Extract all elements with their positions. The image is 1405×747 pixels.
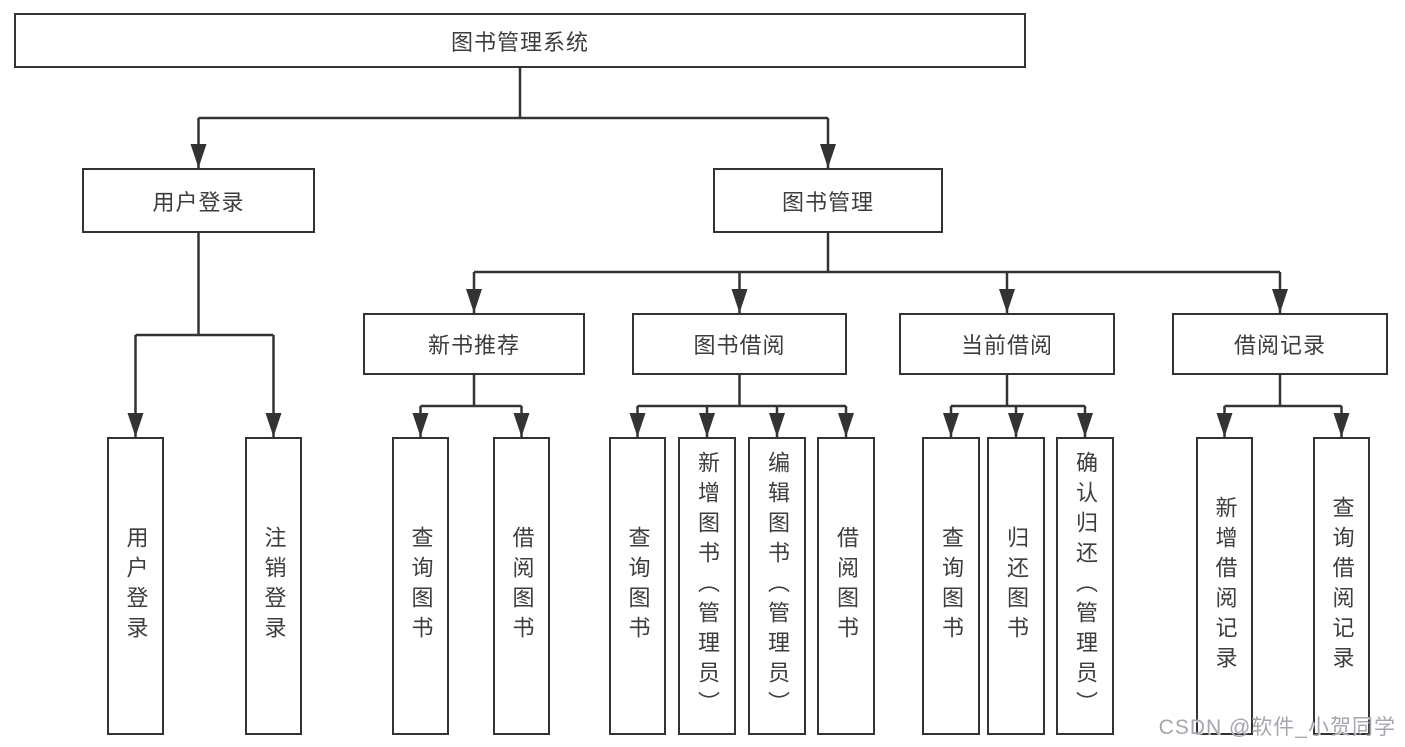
leaf-return-book: 归还图书 (987, 437, 1045, 735)
leaf-borrow-book-label: 借阅图书 (834, 526, 859, 646)
node-borrow-record: 借阅记录 (1172, 313, 1388, 375)
node-book-management: 图书管理 (713, 168, 943, 233)
leaf-logout-label: 注销登录 (261, 526, 287, 646)
leaf-add-book-admin: 新增图书（管理员） (678, 437, 736, 735)
node-book-borrow-label: 图书借阅 (693, 333, 786, 358)
leaf-query-borrow-record-label: 查询借阅记录 (1329, 496, 1355, 676)
leaf-logout: 注销登录 (245, 437, 302, 735)
leaf-add-borrow-record: 新增借阅记录 (1196, 437, 1253, 735)
leaf-user-login-label: 用户登录 (123, 526, 149, 646)
leaf-user-login: 用户登录 (107, 437, 164, 735)
leaf-borrow-book-recommend: 借阅图书 (493, 437, 550, 735)
csdn-watermark: CSDN @软件_小贺同学 (1158, 716, 1396, 739)
node-new-book-recommend: 新书推荐 (363, 313, 585, 375)
node-book-borrow: 图书借阅 (632, 313, 847, 375)
leaf-edit-book-admin: 编辑图书（管理员） (748, 437, 806, 735)
leaf-query-book-current: 查询图书 (922, 437, 980, 735)
node-user-login: 用户登录 (82, 168, 315, 233)
node-current-borrow: 当前借阅 (899, 313, 1115, 375)
leaf-borrow-book: 借阅图书 (817, 437, 875, 735)
node-current-borrow-label: 当前借阅 (960, 333, 1053, 358)
leaf-query-book-recommend-label: 查询图书 (408, 526, 434, 646)
node-root: 图书管理系统 (14, 13, 1026, 68)
leaf-add-book-admin-label: 新增图书（管理员） (695, 451, 720, 721)
node-root-label: 图书管理系统 (450, 29, 589, 55)
leaf-query-book-borrow-label: 查询图书 (625, 526, 651, 646)
node-new-book-recommend-label: 新书推荐 (427, 333, 520, 358)
leaf-query-book-current-label: 查询图书 (939, 526, 964, 646)
leaf-edit-book-admin-label: 编辑图书（管理员） (765, 451, 790, 721)
node-book-management-label: 图书管理 (781, 189, 874, 215)
leaf-confirm-return-admin: 确认归还（管理员） (1056, 437, 1114, 735)
node-user-login-label: 用户登录 (152, 189, 245, 215)
leaf-query-borrow-record: 查询借阅记录 (1313, 437, 1370, 735)
leaf-query-book-recommend: 查询图书 (392, 437, 449, 735)
leaf-confirm-return-admin-label: 确认归还（管理员） (1073, 451, 1098, 721)
leaf-query-book-borrow: 查询图书 (609, 437, 666, 735)
leaf-add-borrow-record-label: 新增借阅记录 (1212, 496, 1238, 676)
leaf-return-book-label: 归还图书 (1004, 526, 1029, 646)
leaf-borrow-book-recommend-label: 借阅图书 (509, 526, 535, 646)
node-borrow-record-label: 借阅记录 (1233, 333, 1326, 358)
